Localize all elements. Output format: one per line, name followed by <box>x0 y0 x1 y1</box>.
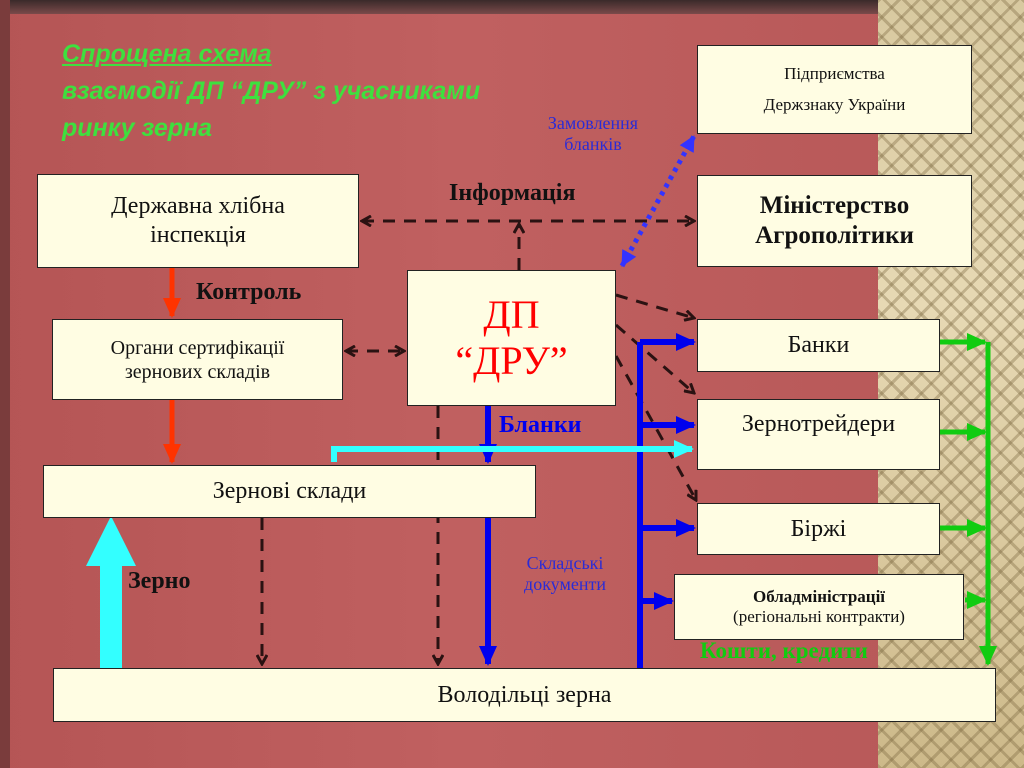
zamovlennia-line-2: бланків <box>564 133 622 154</box>
blank-flow <box>479 333 696 668</box>
label-informatsia: Інформація <box>449 180 576 206</box>
ministerstvo-line-1: Міністерство <box>759 192 910 219</box>
skladski-line-2: документи <box>524 573 606 594</box>
sertyfikatsia-line-1: Органи сертифікації <box>110 336 285 359</box>
left-border <box>0 0 10 768</box>
label-koshty: Кошти, кредити <box>700 638 868 663</box>
grain-line-sklady-traders <box>331 440 694 462</box>
order-blanks-arrow <box>619 134 697 268</box>
box-oblad: Обладміністрації (регіональні контракти) <box>674 574 964 640</box>
grain-big-arrow <box>86 516 136 668</box>
oblad-line-2: (регіональні контракти) <box>733 607 905 626</box>
grain-flow <box>86 440 694 668</box>
box-sklady: Зернові склади <box>43 465 536 518</box>
birzhi-label: Біржі <box>790 515 847 542</box>
derzhznak-line-1: Підприємства <box>784 64 885 84</box>
top-border <box>0 0 1024 14</box>
box-ministerstvo: Міністерство Агрополітики <box>697 175 972 267</box>
label-blanky: Бланки <box>499 412 582 438</box>
box-volodiltsi: Володільці зерна <box>53 668 996 722</box>
info-arrow-dru-banks <box>615 293 694 318</box>
dru-line-2: “ДРУ” <box>455 338 568 383</box>
box-dru: ДП “ДРУ” <box>407 270 616 406</box>
box-zernotreidery: Зернотрейдери <box>697 399 940 470</box>
oblad-line-1: Обладміністрації <box>752 586 886 606</box>
info-arrow-dru-traders <box>615 323 694 393</box>
banky-label: Банки <box>787 332 850 359</box>
inspektsia-line-2: інспекція <box>150 222 246 248</box>
zernotreidery-label: Зернотрейдери <box>741 411 896 437</box>
money-flow <box>940 333 997 666</box>
inspektsia-line-1: Державна хлібна <box>111 193 285 220</box>
box-sertyfikatsia: Органи сертифікації зернових складів <box>52 319 343 400</box>
sertyfikatsia-line-2: зернових складів <box>124 360 271 383</box>
skladski-line-1: Складські <box>526 553 604 573</box>
box-banky: Банки <box>697 319 940 372</box>
title-line-3: ринку зерна <box>62 114 213 142</box>
box-inspektsia: Державна хлібна інспекція <box>37 174 359 268</box>
label-zamovlennia: Замовлення бланків <box>528 113 658 154</box>
title-line-1: Спрощена схема <box>62 40 272 68</box>
label-kontrol: Контроль <box>196 279 302 305</box>
box-derzhznak: Підприємства Держзнаку України <box>697 45 972 134</box>
ministerstvo-line-2: Агрополітики <box>755 222 914 249</box>
info-arrow-dru-exchanges <box>614 355 696 500</box>
dru-line-1: ДП <box>483 292 540 337</box>
slide-title: Спрощена схема взаємодії ДП “ДРУ” з учас… <box>62 36 622 147</box>
box-birzhi: Біржі <box>697 503 940 555</box>
label-zerno: Зерно <box>128 568 191 594</box>
sklady-label: Зернові склади <box>212 478 367 505</box>
zamovlennia-line-1: Замовлення <box>547 113 639 133</box>
volodiltsi-label: Володільці зерна <box>437 681 612 708</box>
derzhznak-line-2: Держзнаку України <box>763 94 906 114</box>
title-line-2: взаємодії ДП “ДРУ” з учасниками <box>62 77 481 105</box>
label-skladski: Складські документи <box>500 553 630 594</box>
